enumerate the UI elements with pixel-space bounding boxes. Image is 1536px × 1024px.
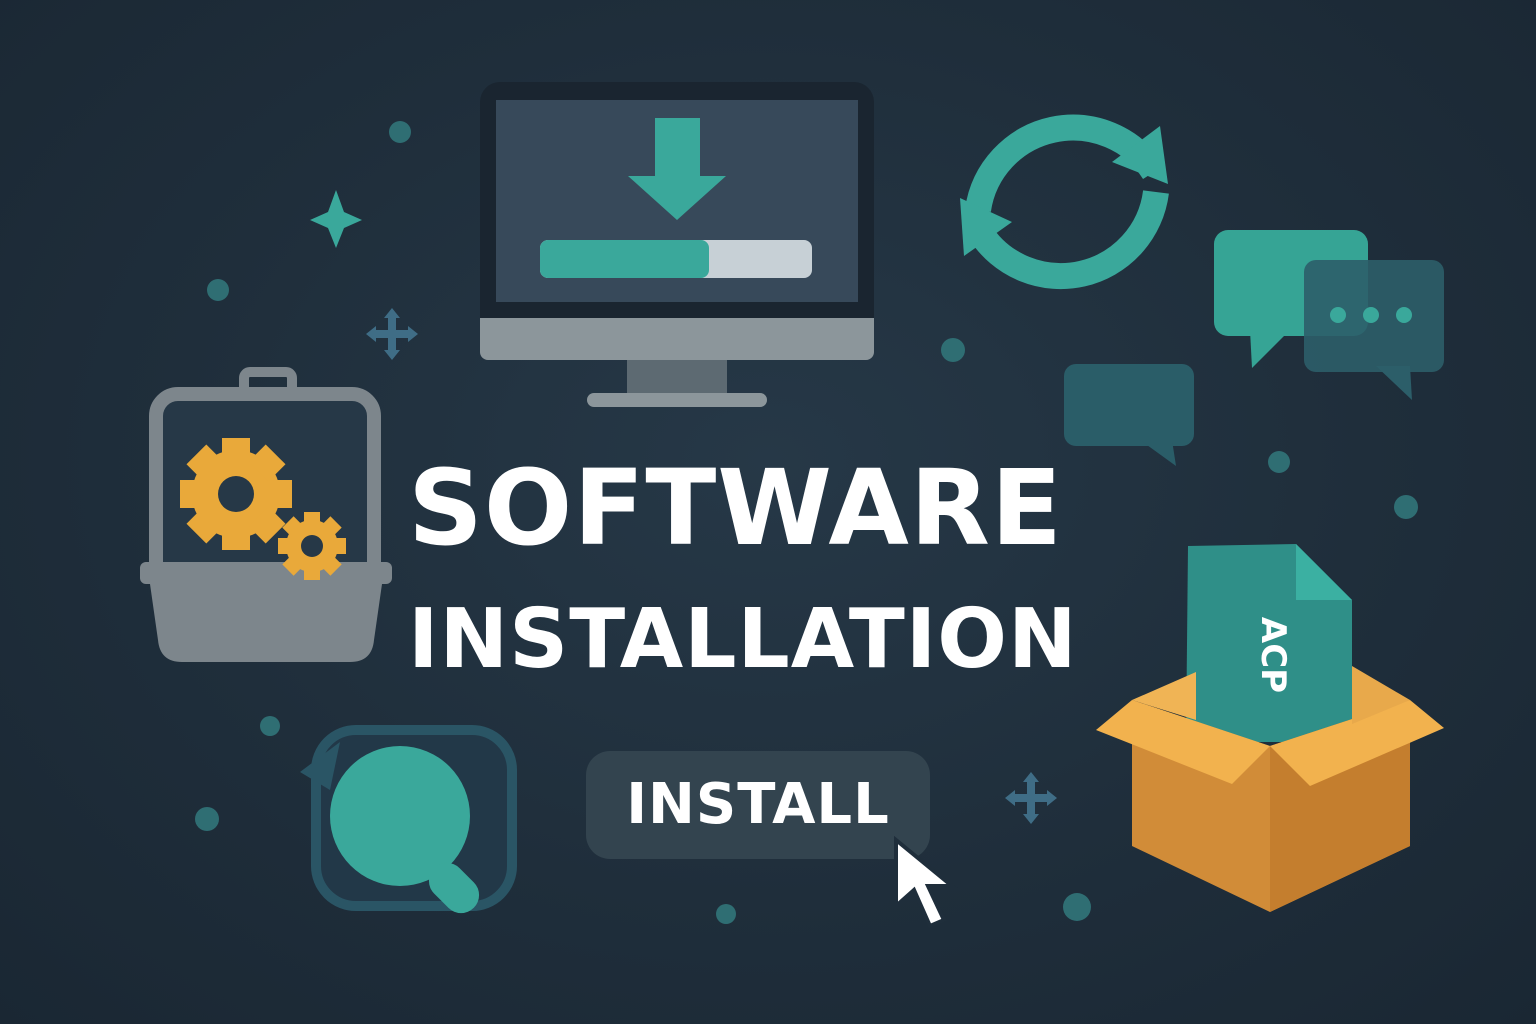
toolbox-gears-icon <box>140 367 392 662</box>
chat-bubbles-icon <box>1064 230 1444 466</box>
install-button[interactable]: INSTALL <box>586 751 930 859</box>
title-line-2: INSTALLATION <box>408 592 1078 687</box>
monitor-download-icon <box>480 82 874 407</box>
package-label: ACP <box>1253 617 1293 693</box>
move-cross-icon <box>366 308 418 360</box>
cursor-arrow-icon <box>894 836 958 929</box>
decorative-dots <box>195 121 1418 924</box>
gear-icon <box>278 512 346 580</box>
refresh-arrowhead <box>960 198 1012 256</box>
gear-icon <box>180 438 292 550</box>
package-box-icon <box>1096 544 1444 912</box>
move-cross-icon <box>1005 772 1057 824</box>
progress-fill <box>540 240 709 278</box>
sparkle-icon <box>310 190 362 248</box>
refresh-icon <box>965 114 1169 290</box>
magnifier-icon <box>300 725 517 914</box>
refresh-arrowhead <box>1112 126 1168 184</box>
title-line-1: SOFTWARE <box>408 447 1063 569</box>
download-arrow-icon <box>628 118 726 220</box>
